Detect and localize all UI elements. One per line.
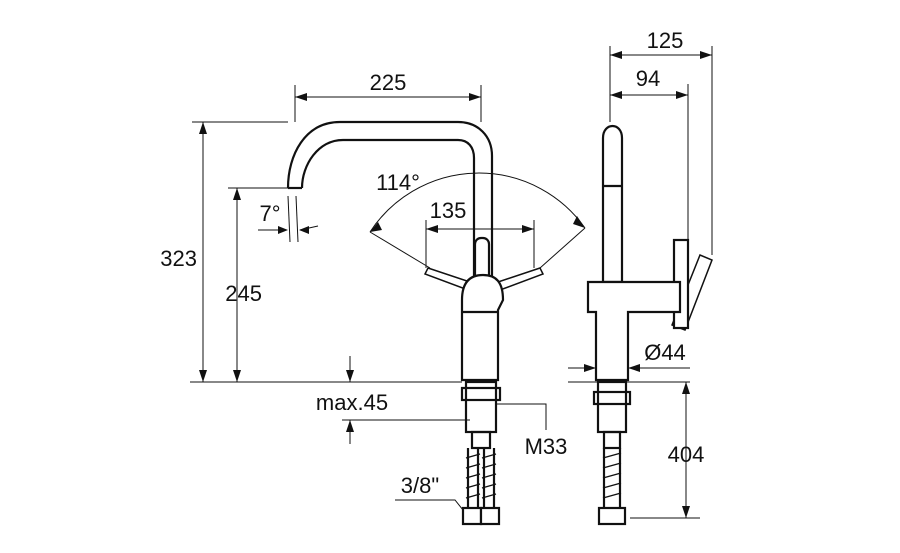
side-hose-connector <box>597 506 627 526</box>
dim-total-height: 323 <box>160 246 197 271</box>
dim-body-diameter: Ø44 <box>644 340 686 365</box>
dim-body-depth: 94 <box>636 66 660 91</box>
side-spout <box>601 124 624 284</box>
dim-hose-length: 404 <box>668 442 705 467</box>
dim-spout-height: 245 <box>225 281 262 306</box>
mounting-nut <box>460 386 502 402</box>
dim-spout-reach: 225 <box>370 70 407 95</box>
leader-thread <box>496 403 547 430</box>
dim-arc-handle-angle <box>369 172 586 233</box>
dim-thread: M33 <box>525 434 568 459</box>
side-dimensions: 125 94 Ø44 404 <box>568 28 713 519</box>
side-shank <box>596 380 628 434</box>
hose-connector-left <box>461 506 483 526</box>
dim-handle-angle: 114° <box>376 170 420 195</box>
dim-hose-connector: 3/8" <box>401 473 439 498</box>
front-dimensions: 225 323 245 7° 114° 135 <box>160 70 586 511</box>
dim-handle-span: 135 <box>430 198 467 223</box>
spout-outer-outline <box>286 120 494 290</box>
right-lever <box>497 267 545 291</box>
leader-hose-connector <box>395 499 464 511</box>
spout-inner-outline <box>300 138 476 290</box>
side-view <box>568 124 713 526</box>
dim-total-depth: 125 <box>647 28 684 53</box>
side-mixer-body <box>586 280 682 382</box>
front-view <box>190 120 545 526</box>
side-thread-stud <box>602 430 622 450</box>
dim-counter-thickness: max.45 <box>316 390 388 415</box>
front-hoses <box>465 448 497 508</box>
mixer-body <box>460 273 505 382</box>
side-hose <box>602 448 622 508</box>
dim-spout-tilt: 7° <box>259 201 280 226</box>
hose-connector-right <box>479 506 501 526</box>
shank <box>464 380 498 434</box>
side-mounting-nut <box>592 390 632 406</box>
thread-stud <box>470 430 492 450</box>
